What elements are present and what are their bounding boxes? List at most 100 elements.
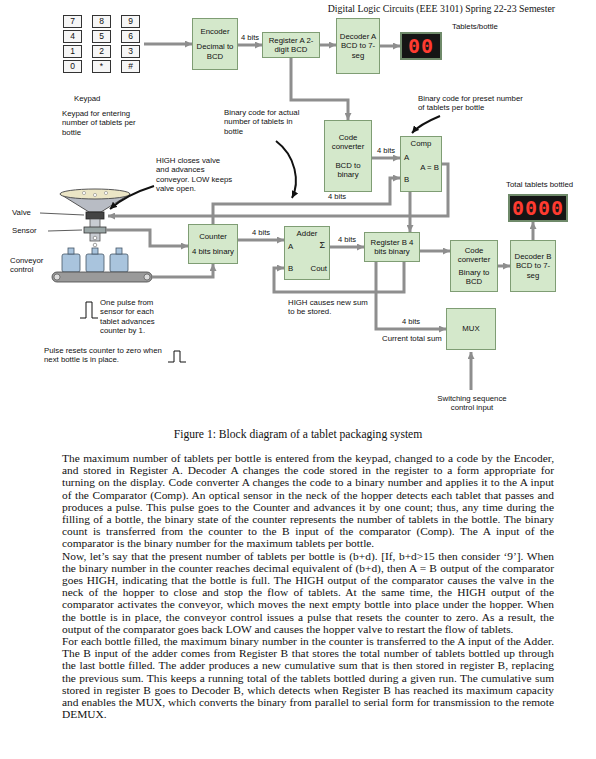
key-button: 3 bbox=[121, 45, 140, 58]
box-text: Decoder A BCD to 7-seg bbox=[338, 32, 378, 60]
bus-width-label: 4 bits bbox=[401, 317, 421, 326]
box-text: Code converter bbox=[326, 133, 370, 151]
body-paragraph: The maximum number of tablets per bottle… bbox=[62, 452, 554, 550]
key-button: 1 bbox=[63, 45, 82, 58]
annotation: Total tablets bottled bbox=[506, 180, 590, 189]
box-text: 6 bbox=[128, 32, 133, 41]
leader-lines bbox=[40, 213, 84, 231]
body-paragraph: For each bottle filled, the maximum bina… bbox=[62, 635, 554, 720]
box-text: Decoder B BCD to 7-seg bbox=[512, 252, 554, 280]
annotation: Valve bbox=[12, 208, 42, 217]
signal-wire bbox=[498, 265, 510, 268]
box-text: 7 bbox=[70, 17, 75, 26]
logic-block: Code converterBinary to BCD bbox=[450, 240, 498, 292]
signal-wire bbox=[330, 246, 364, 249]
keypad: Keypad 7 8 9 4 5 6 1 2 3 0 * # bbox=[62, 14, 144, 106]
signal-wire bbox=[380, 45, 400, 48]
box-text: * bbox=[100, 62, 103, 71]
box-text: 5 bbox=[99, 32, 104, 41]
box-text: 4 bits binary bbox=[192, 247, 234, 256]
logic-block: CompA A = B B bbox=[400, 136, 442, 192]
box-text: Code converter bbox=[452, 246, 496, 264]
box-text: Comp bbox=[401, 139, 441, 148]
key-button: 6 bbox=[121, 30, 140, 43]
bus-width-label: 4 bits bbox=[240, 33, 260, 42]
box-text: Register A 2-digit BCD bbox=[264, 36, 318, 54]
seven-segment-display: 0000 bbox=[508, 194, 568, 222]
body-paragraph: Now, let’s say that the present number o… bbox=[62, 550, 554, 635]
box-text: 00 bbox=[408, 36, 434, 56]
key-button: 5 bbox=[92, 30, 111, 43]
annotation: Sensor bbox=[12, 226, 48, 235]
page-header: Digital Logic Circuits (EEE 3101) Spring… bbox=[328, 3, 555, 14]
seven-segment-display: 00 bbox=[400, 32, 442, 60]
key-button: 4 bbox=[63, 30, 82, 43]
box-text: 8 bbox=[99, 17, 104, 26]
box-text: 2 bbox=[99, 47, 104, 56]
logic-block: Register A 2-digit BCD bbox=[262, 32, 320, 58]
key-button: # bbox=[121, 60, 140, 73]
logic-block: EncoderDecimal to BCD bbox=[192, 18, 238, 70]
box-text: Counter bbox=[199, 232, 227, 241]
bus-width-label: 4 bits bbox=[337, 235, 357, 244]
box-text: Binary to BCD bbox=[452, 268, 496, 286]
signal-wire bbox=[376, 262, 446, 329]
bus-width-label: 4 bits bbox=[376, 146, 396, 155]
annotation: Conveyor control bbox=[10, 256, 50, 275]
key-button: * bbox=[92, 60, 111, 73]
conveyor bbox=[52, 272, 152, 282]
box-text: A = B bbox=[420, 163, 439, 172]
box-text: Keypad bbox=[74, 94, 100, 103]
signal-wire bbox=[238, 239, 284, 242]
signal-wire bbox=[420, 250, 450, 253]
box-text: Σ bbox=[319, 241, 325, 250]
key-button: 9 bbox=[121, 15, 140, 28]
logic-block: MUX bbox=[446, 308, 496, 350]
control-wires bbox=[106, 164, 471, 390]
logic-block: Counter 4 bits binary bbox=[188, 224, 238, 264]
signal-wire bbox=[144, 43, 192, 46]
box-text: Register B 4 bits binary bbox=[366, 238, 418, 256]
hopper bbox=[60, 189, 130, 247]
box-text: B bbox=[404, 175, 409, 184]
signal-wire bbox=[409, 192, 412, 232]
box-text: MUX bbox=[462, 324, 479, 333]
annotation: Keypad for entering number of tablets pe… bbox=[62, 109, 154, 137]
signal-wire bbox=[320, 44, 336, 47]
box-text: 9 bbox=[128, 17, 133, 26]
box-text: Adder bbox=[285, 229, 329, 238]
annotation: Switching sequence control input bbox=[430, 394, 514, 413]
key-button: 7 bbox=[63, 15, 82, 28]
logic-block: AdderAΣBCout bbox=[284, 226, 330, 280]
box-text: Decimal to BCD bbox=[194, 42, 236, 60]
box-text: A bbox=[288, 242, 293, 251]
bottles bbox=[62, 248, 128, 272]
box-text: B bbox=[288, 264, 293, 273]
box-text: Encoder bbox=[200, 27, 229, 36]
annotation: Pulse resets counter to zero when next b… bbox=[44, 346, 166, 365]
signal-wire bbox=[532, 222, 535, 240]
annotation: Current total sum bbox=[382, 334, 446, 343]
box-text: 0 bbox=[70, 62, 75, 71]
logic-block: Decoder A BCD to 7-seg bbox=[336, 18, 380, 74]
annotation: One pulse from sensor for each tablet ad… bbox=[100, 298, 166, 335]
box-text: BCD to binary bbox=[326, 161, 370, 179]
annotation: HIGH causes new sum to be stored. bbox=[288, 298, 368, 317]
box-text: 0000 bbox=[512, 198, 564, 218]
bus-width-label: 4 bits bbox=[327, 192, 347, 201]
logic-block: Decoder B BCD to 7-seg bbox=[510, 240, 556, 292]
box-text: A bbox=[404, 153, 409, 162]
box-text: 1 bbox=[70, 47, 75, 56]
box-text: # bbox=[128, 62, 133, 71]
key-button: 0 bbox=[63, 60, 82, 73]
box-text: 4 bbox=[70, 32, 75, 41]
key-button: 8 bbox=[92, 15, 111, 28]
signal-wire bbox=[238, 44, 262, 47]
logic-block: Register B 4 bits binary bbox=[364, 232, 420, 262]
key-button: 2 bbox=[92, 45, 111, 58]
annotation: Tablets/bottle bbox=[452, 22, 522, 31]
bus-width-label: 4 bits bbox=[251, 228, 271, 237]
annotation: HIGH closes valve and advances conveyor.… bbox=[156, 156, 234, 193]
annotation: Binary code for actual number of tablets… bbox=[224, 108, 304, 136]
